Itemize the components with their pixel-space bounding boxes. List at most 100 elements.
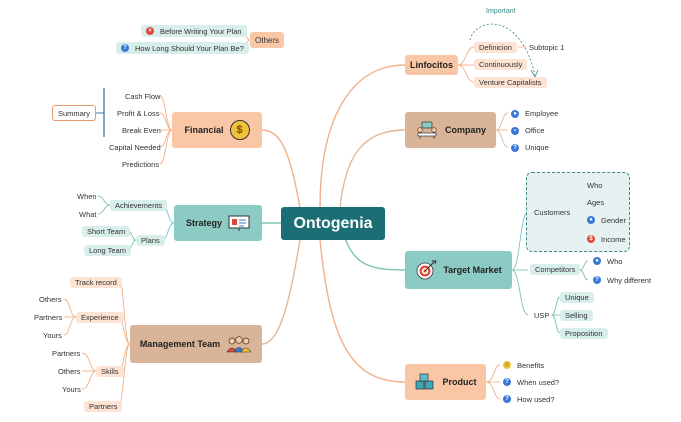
- strategy-label: Strategy: [185, 218, 222, 228]
- strategy-achievements[interactable]: Achievements: [110, 200, 168, 211]
- question-icon: ?: [511, 143, 519, 152]
- competitors-item-why-different[interactable]: ? Why different: [590, 275, 654, 285]
- plans-item-label: Long Team: [89, 246, 126, 255]
- customers-item-income[interactable]: $Income: [584, 234, 629, 244]
- financial-item-capital-needed[interactable]: Capital Needed: [106, 142, 164, 152]
- others-topic-label: Others: [255, 35, 280, 45]
- usp-item-label: Unique: [565, 293, 589, 302]
- linfocitos-item-definicion[interactable]: Definicion: [474, 42, 517, 53]
- achievements-item-what[interactable]: What: [76, 209, 100, 219]
- company-item-employee[interactable]: ● Employee: [508, 108, 561, 119]
- usp-item-proposition[interactable]: Proposition: [560, 328, 608, 339]
- presentation-icon: [228, 215, 250, 231]
- skills-item-others[interactable]: Others: [55, 366, 84, 376]
- customers-item-label: Income: [601, 234, 626, 244]
- linfocitos-item-continuously[interactable]: Continuously: [474, 59, 528, 70]
- management-topic[interactable]: Management Team: [130, 325, 262, 363]
- company-item-office[interactable]: ▪ Office: [508, 125, 547, 136]
- others-item-label: How Long Should Your Plan Be?: [135, 43, 244, 53]
- experience-item-partners[interactable]: Partners: [31, 312, 65, 322]
- company-item-label: Unique: [525, 143, 549, 152]
- target-customers[interactable]: Customers: [531, 207, 573, 218]
- product-item-how-used[interactable]: ?How used?: [500, 394, 558, 404]
- management-skills[interactable]: Skills: [96, 366, 124, 377]
- skills-item-label: Others: [58, 366, 81, 376]
- achievements-item-when[interactable]: When: [74, 191, 100, 201]
- company-label: Company: [444, 125, 486, 135]
- person-icon: ●: [511, 109, 519, 118]
- customers-item-label: Ages: [587, 197, 605, 207]
- customers-label: Customers: [534, 208, 571, 217]
- financial-item-label: Predictions: [122, 159, 160, 169]
- customers-item-label: Gender: [601, 215, 627, 225]
- company-topic[interactable]: Company: [405, 112, 496, 148]
- financial-item-label: Cash Flow: [125, 91, 161, 101]
- linfocitos-item-venture[interactable]: Venture Capitalists: [474, 77, 547, 88]
- financial-item-label: Break Even: [122, 125, 161, 135]
- summary-label: Summary: [57, 108, 91, 118]
- others-item-before-writing[interactable]: ×Before Writing Your Plan: [141, 25, 247, 37]
- gender-person-icon: ●: [587, 216, 595, 224]
- usp-item-label: Selling: [565, 311, 588, 320]
- financial-item-predictions[interactable]: Predictions: [119, 159, 162, 169]
- management-track-record[interactable]: Track record: [70, 277, 122, 288]
- question-icon: ?: [593, 276, 601, 284]
- financial-item-label: Capital Needed: [109, 142, 161, 152]
- management-label: Management Team: [139, 339, 221, 349]
- plans-item-long-team[interactable]: Long Team: [84, 245, 131, 256]
- product-item-label: When used?: [517, 377, 560, 387]
- building-icon: ▪: [511, 126, 519, 135]
- customers-boundary: [526, 172, 630, 252]
- linfocitos-subtopic[interactable]: Subtopic 1: [526, 42, 567, 52]
- skills-item-partners[interactable]: Partners: [49, 348, 83, 358]
- product-topic[interactable]: Product: [405, 364, 486, 400]
- company-item-unique[interactable]: ? Unique: [508, 142, 552, 153]
- important-relationship-label[interactable]: Important: [486, 8, 516, 15]
- competitors-item-who[interactable]: ●Who: [590, 256, 625, 266]
- achievements-item-label: What: [79, 209, 97, 219]
- customers-item-ages[interactable]: Ages: [584, 197, 607, 207]
- management-experience[interactable]: Experience: [76, 312, 124, 323]
- plans-item-short-team[interactable]: Short Team: [82, 226, 131, 237]
- management-partners[interactable]: Partners: [84, 401, 123, 412]
- customers-item-who[interactable]: Who: [584, 180, 605, 190]
- experience-item-others[interactable]: Others: [36, 294, 65, 304]
- financial-item-cash-flow[interactable]: Cash Flow: [122, 91, 163, 101]
- skills-item-yours[interactable]: Yours: [59, 384, 84, 394]
- customers-item-gender[interactable]: ● Gender: [584, 215, 629, 225]
- others-item-how-long[interactable]: ? How Long Should Your Plan Be?: [116, 42, 249, 54]
- financial-summary[interactable]: Summary: [52, 105, 96, 121]
- others-topic[interactable]: Others: [250, 32, 285, 48]
- financial-item-break-even[interactable]: Break Even: [119, 125, 164, 135]
- target-icon: [416, 260, 437, 280]
- strategy-topic[interactable]: Strategy: [174, 205, 262, 241]
- usp-item-unique[interactable]: Unique: [560, 292, 594, 303]
- competitors-item-label: Who: [607, 256, 623, 266]
- linfocitos-topic[interactable]: Linfocitos: [405, 55, 458, 75]
- financial-item-profit-loss[interactable]: Profit & Loss: [114, 108, 163, 118]
- boxes-icon: [416, 373, 434, 390]
- skills-label: Skills: [101, 367, 119, 376]
- company-item-label: Employee: [525, 109, 559, 118]
- target-market-topic[interactable]: Target Market: [405, 251, 512, 289]
- red-x-icon: ×: [146, 27, 154, 35]
- target-competitors[interactable]: Competitors: [530, 264, 581, 275]
- competitors-label: Competitors: [535, 265, 576, 274]
- blue-question-icon: ?: [121, 44, 129, 52]
- financial-item-label: Profit & Loss: [117, 108, 160, 118]
- financial-topic[interactable]: Financial$: [172, 112, 262, 148]
- product-item-when-used[interactable]: ? When used?: [500, 377, 562, 387]
- plans-label: Plans: [141, 236, 160, 245]
- competitors-item-label: Why different: [607, 275, 652, 285]
- usp-item-selling[interactable]: Selling: [560, 310, 593, 321]
- experience-item-yours[interactable]: Yours: [40, 330, 65, 340]
- question-icon: ?: [503, 378, 511, 386]
- question-icon: ?: [503, 395, 511, 403]
- company-item-label: Office: [525, 126, 545, 135]
- plans-item-label: Short Team: [87, 227, 126, 236]
- target-usp[interactable]: USP: [531, 310, 552, 321]
- product-item-benefits[interactable]: ☺Benefits: [500, 360, 547, 370]
- center-topic[interactable]: Ontogenia: [281, 207, 385, 240]
- strategy-plans[interactable]: Plans: [136, 235, 165, 246]
- office-meeting-icon: [417, 121, 437, 139]
